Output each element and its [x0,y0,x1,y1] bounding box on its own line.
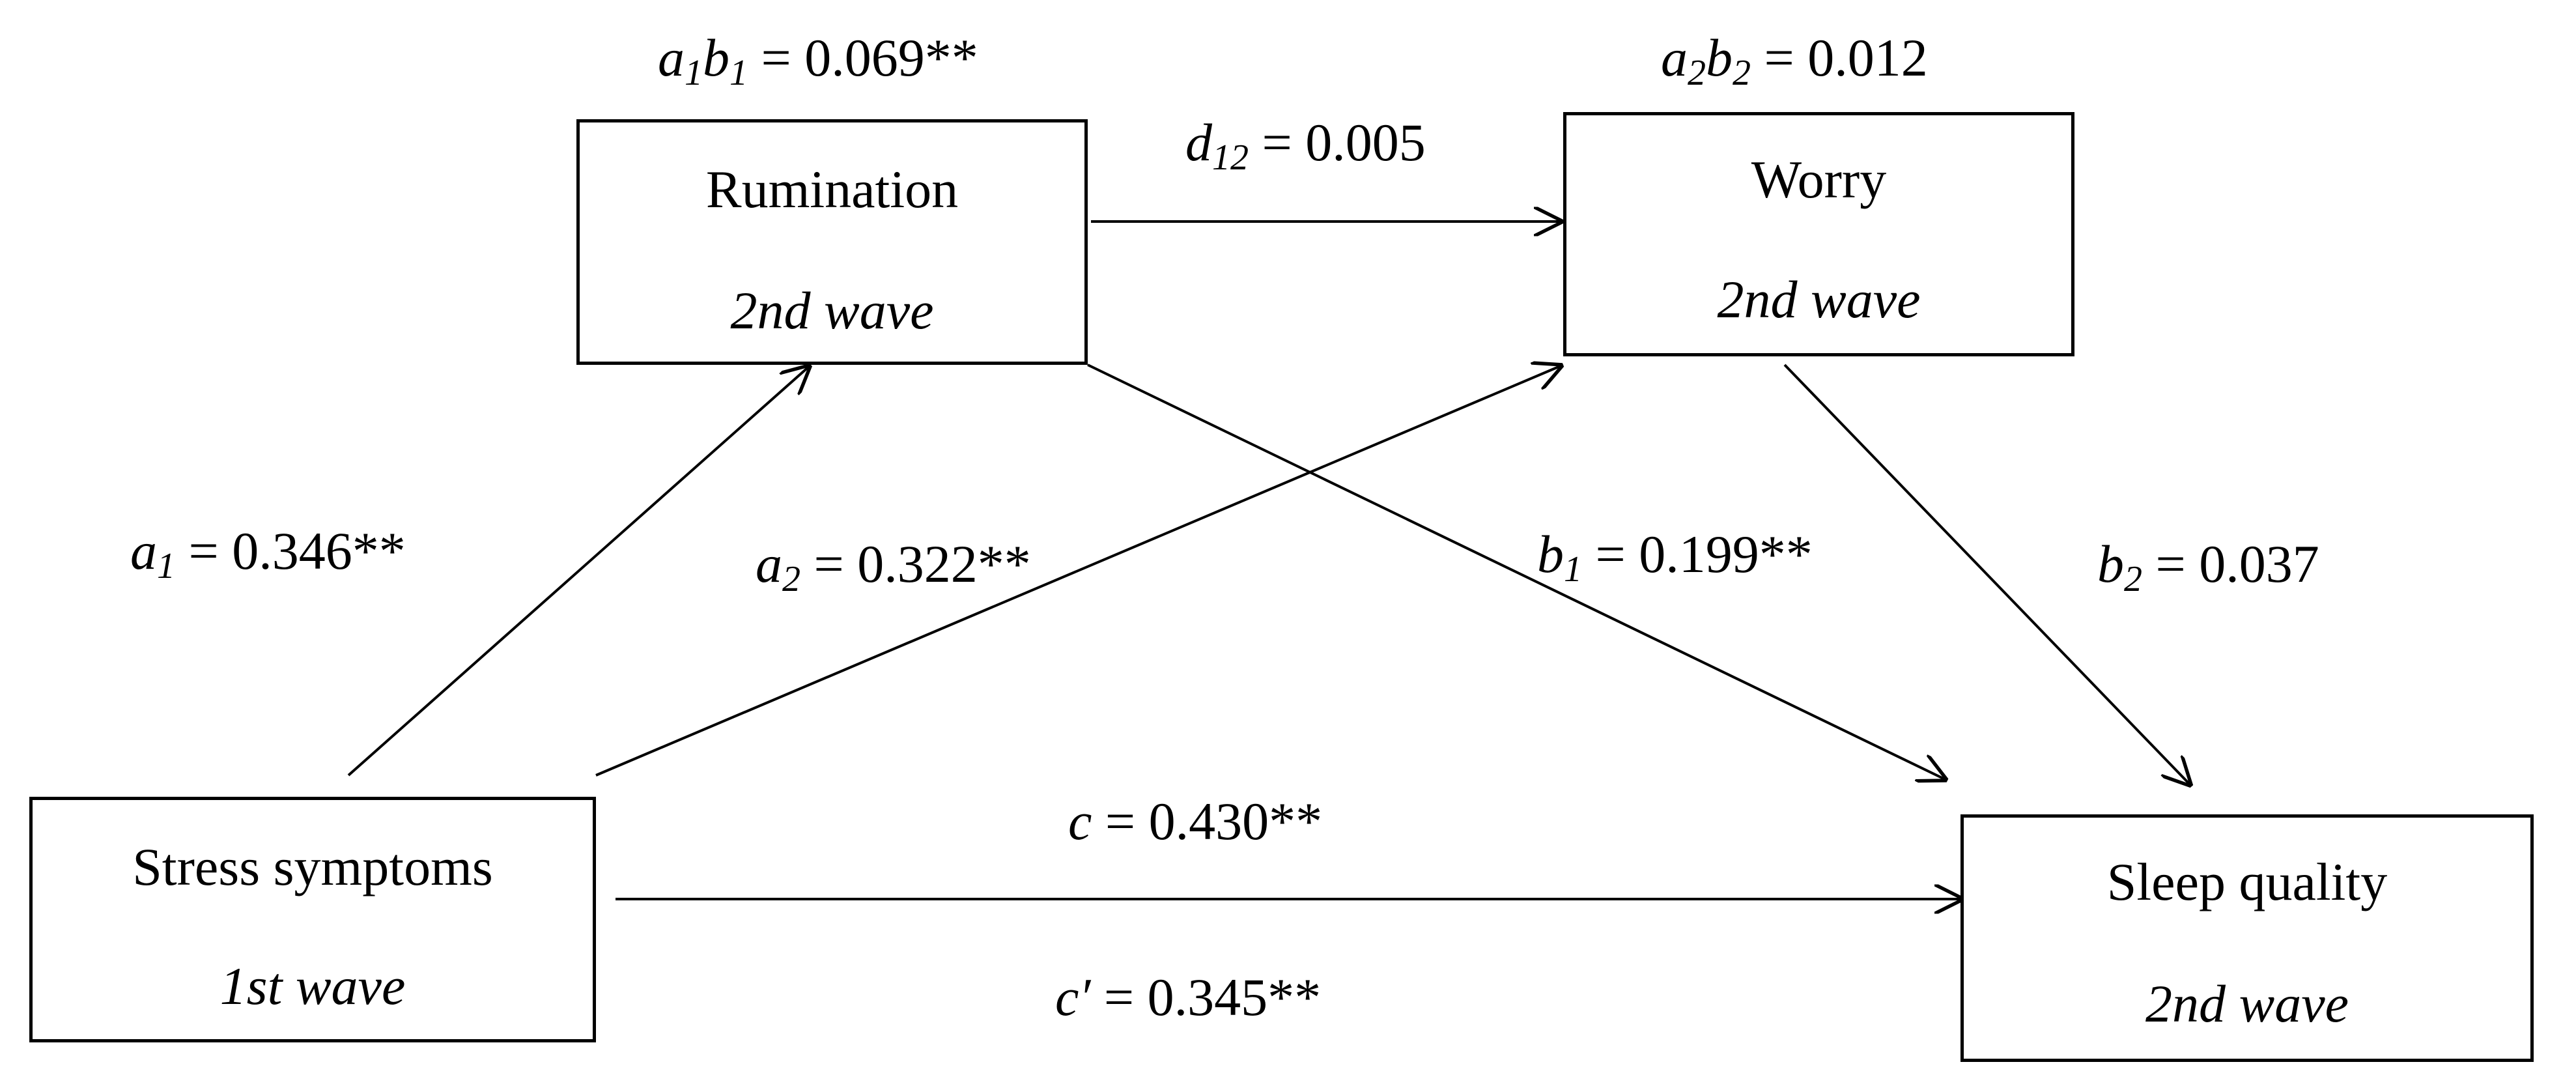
label-d12: d12 = 0.005 [1185,113,1426,178]
value-b2: = 0.037 [2155,534,2319,594]
value-b1: = 0.199** [1595,524,1813,584]
value-c: = 0.430** [1105,792,1323,851]
label-a1: a1 = 0.346** [130,521,406,586]
label-c-prime: c′ = 0.345** [1055,967,1322,1027]
rumination-wave: 2nd wave [730,281,934,340]
value-c-prime: = 0.345** [1103,967,1322,1027]
arrow-a1 [347,365,811,777]
value-a1b1: = 0.069** [761,28,978,87]
value-d12: = 0.005 [1262,113,1426,172]
arrow-b2 [1783,364,2192,786]
rumination-box: Rumination 2nd wave [576,119,1088,365]
stress-box: Stress symptoms 1st wave [29,797,596,1042]
stress-label: Stress symptoms [132,837,493,896]
rumination-label: Rumination [705,160,959,219]
worry-box: Worry 2nd wave [1563,112,2074,356]
value-a2: = 0.322** [814,534,1031,594]
label-a2b2: a2b2 = 0.012 [1661,28,1928,93]
label-c: c = 0.430** [1068,792,1323,851]
value-a1: = 0.346** [188,521,406,580]
label-b1: b1 = 0.199** [1537,524,1813,590]
arrow-a2 [595,365,1563,777]
stress-wave: 1st wave [219,956,406,1016]
label-b2: b2 = 0.037 [2097,534,2319,599]
sleep-label: Sleep quality [2106,852,2388,911]
sleep-wave: 2nd wave [2145,974,2349,1033]
arrow-b1 [1087,364,1947,780]
label-a1b1: a1b1 = 0.069** [658,28,978,93]
worry-wave: 2nd wave [1717,270,1921,329]
value-a2b2: = 0.012 [1764,28,1928,87]
sleep-box: Sleep quality 2nd wave [1960,814,2534,1062]
worry-label: Worry [1751,150,1887,209]
label-a2: a2 = 0.322** [756,534,1031,599]
